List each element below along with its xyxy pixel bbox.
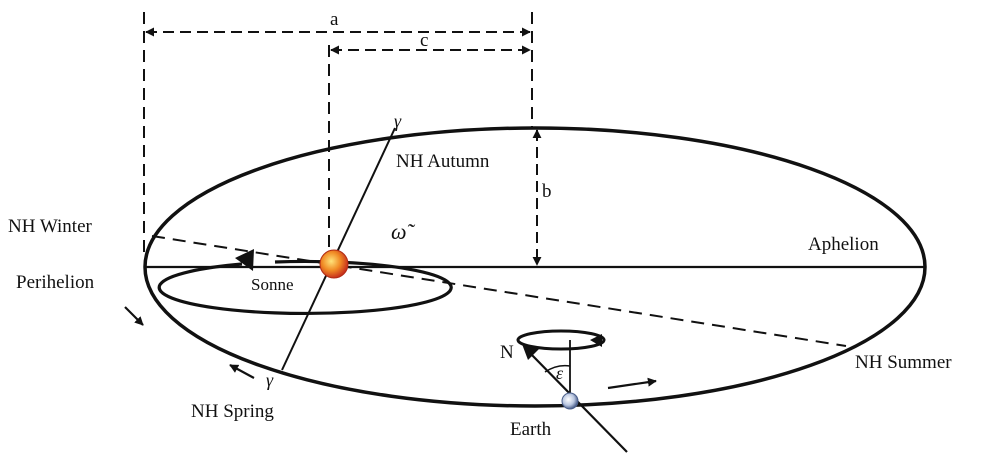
perihelion-arrow (124, 306, 144, 326)
label-nh-winter: NH Winter (8, 216, 93, 237)
label-nh-autumn: NH Autumn (396, 151, 490, 172)
label-omega: ω̃ (391, 219, 416, 244)
earth-precession-loop (516, 329, 606, 351)
earth-precession-arrowhead (590, 334, 602, 347)
label-nh-summer: NH Summer (855, 352, 952, 373)
label-gamma-bottom: γ (266, 370, 274, 390)
label-gamma-top: γ (394, 111, 402, 131)
solstice-line (151, 235, 847, 347)
label-north: N (500, 342, 514, 363)
label-b: b (542, 181, 552, 202)
label-sonne: Sonne (251, 275, 294, 294)
label-earth: Earth (510, 419, 552, 440)
obliquity-arc (544, 364, 571, 373)
label-aphelion: Aphelion (808, 234, 879, 255)
perihelion-precession-loop (157, 259, 453, 316)
equinox-line (281, 127, 396, 371)
earth-axis-arrowhead (522, 344, 539, 360)
label-nh-spring: NH Spring (191, 401, 274, 422)
precession-arrowhead (235, 249, 254, 271)
label-epsilon: ε (556, 363, 564, 383)
label-c: c (420, 30, 428, 51)
label-perihelion: Perihelion (16, 272, 95, 293)
sun (319, 249, 349, 279)
earth (561, 392, 579, 410)
label-a: a (330, 9, 339, 30)
nh-spring-arrow (229, 364, 255, 379)
orbit-direction-arrow (607, 377, 657, 390)
